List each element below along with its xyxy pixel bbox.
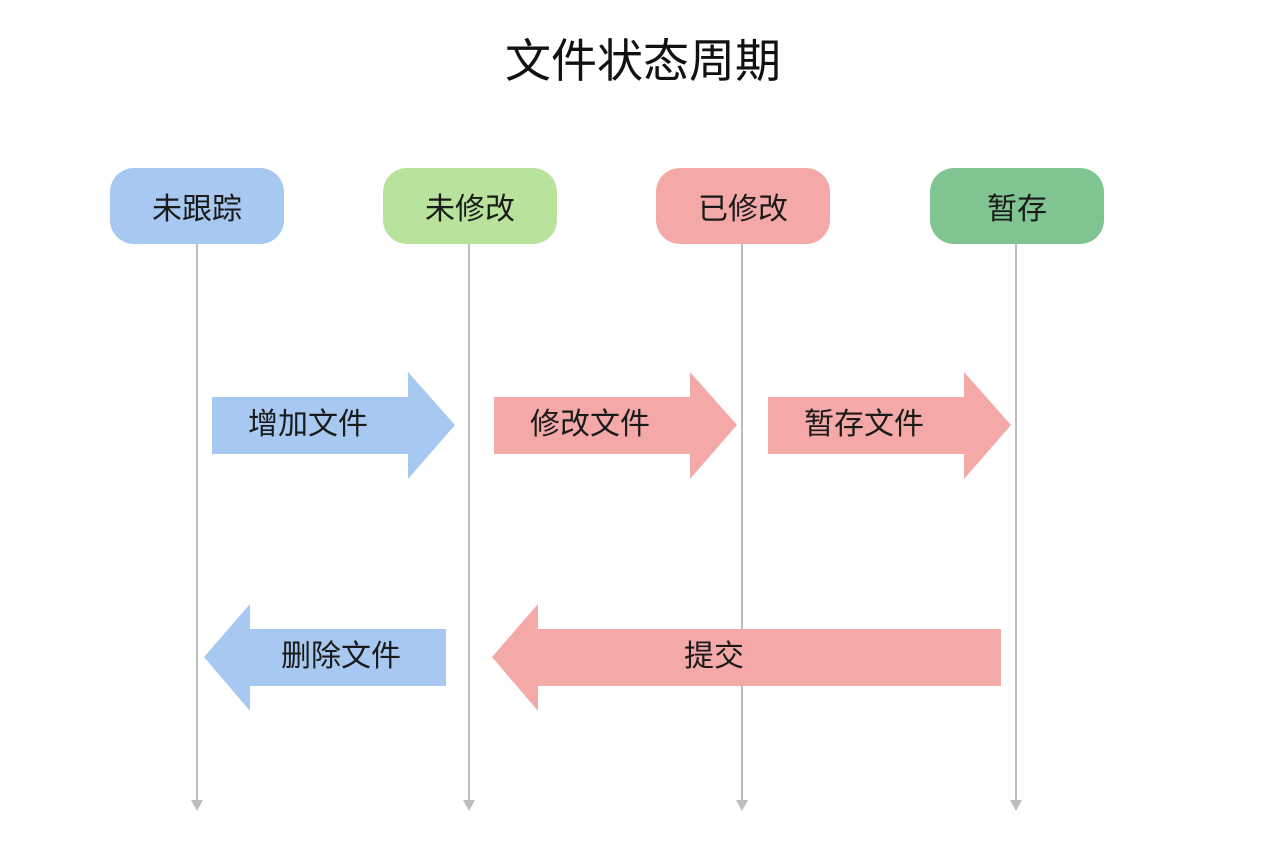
state-untracked-label: 未跟踪	[152, 192, 242, 227]
arrow-delete-file-label: 删除文件	[281, 639, 401, 674]
state-unmodified-label: 未修改	[425, 192, 515, 227]
arrow-add-file-label: 增加文件	[248, 407, 368, 442]
lifeline-untracked-arrowhead	[191, 800, 203, 811]
lifeline-modified-arrowhead	[736, 800, 748, 811]
state-staged-label: 暂存	[987, 192, 1047, 227]
diagram-title: 文件状态周期	[505, 34, 781, 88]
arrow-stage-file-label: 暂存文件	[804, 407, 924, 442]
state-unmodified: 未修改	[383, 168, 557, 244]
arrow-delete-file	[204, 604, 446, 711]
state-untracked: 未跟踪	[110, 168, 284, 244]
arrow-modify-file-label: 修改文件	[530, 407, 650, 442]
lifeline-staged-arrowhead	[1010, 800, 1022, 811]
arrow-stage-file	[768, 372, 1011, 479]
arrow-commit-label: 提交	[684, 639, 744, 674]
lifeline-unmodified-arrowhead	[463, 800, 475, 811]
arrow-commit	[492, 604, 1001, 711]
lifelines	[191, 243, 1022, 811]
state-staged: 暂存	[930, 168, 1104, 244]
state-modified-label: 已修改	[698, 192, 788, 227]
transition-arrows	[204, 372, 1011, 711]
state-modified: 已修改	[656, 168, 830, 244]
arrow-modify-file	[494, 372, 737, 479]
arrow-add-file	[212, 372, 455, 479]
